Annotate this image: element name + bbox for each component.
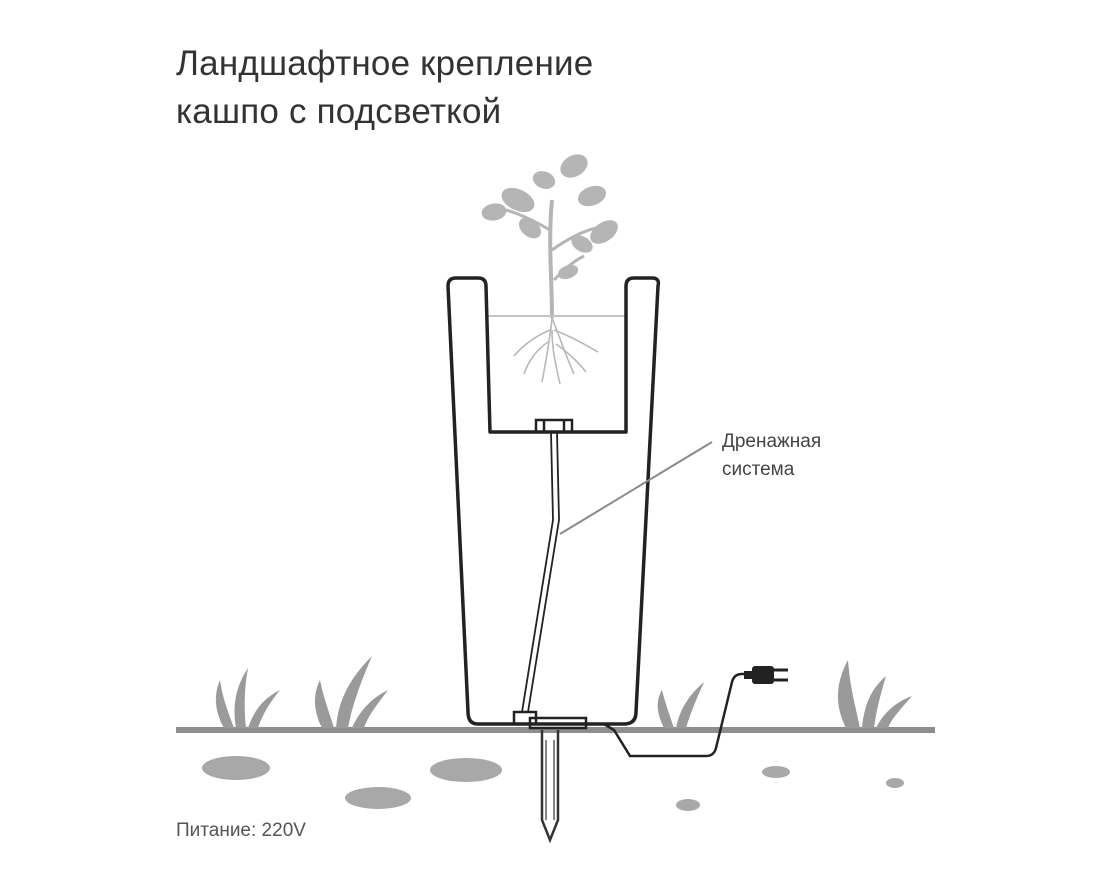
plant-roots: [513, 317, 599, 385]
grass-left-1: [215, 668, 280, 728]
grass-icon: [215, 680, 234, 728]
grass-icon: [676, 682, 704, 728]
drain-fitting-top: [534, 418, 574, 434]
grass-icon: [315, 680, 334, 728]
grass-icon: [248, 690, 280, 728]
power-cable: [603, 672, 756, 758]
callout-line-1: Дренажная: [722, 431, 822, 452]
drainage-callout: Дренажная система: [722, 428, 821, 484]
drain-fitting-bottom: [512, 710, 588, 730]
stones: [202, 756, 904, 811]
stone-icon: [430, 758, 502, 782]
callout-leader: [559, 441, 713, 535]
grass-icon: [876, 696, 912, 728]
plant-icon: [481, 154, 618, 319]
stone-icon: [345, 787, 411, 809]
stone-icon: [676, 799, 700, 811]
power-plug-icon: [744, 666, 788, 684]
stone-icon: [886, 778, 904, 788]
grass-icon: [336, 656, 372, 728]
callout-line-2: система: [722, 459, 795, 480]
drainage-tube: [521, 431, 560, 713]
title-line-1: Ландшафтное крепление: [176, 44, 594, 83]
ground-stake-icon: [540, 730, 560, 844]
grass-icon: [234, 668, 248, 728]
grass-icon: [352, 690, 388, 728]
power-label: Питание: 220V: [176, 820, 306, 841]
stone-icon: [202, 756, 270, 780]
grass-icon: [657, 690, 674, 728]
stone-icon: [762, 766, 790, 778]
grass-right-1: [657, 682, 704, 728]
planter-pot: [446, 276, 661, 726]
title-line-2: кашпо с подсветкой: [176, 92, 502, 131]
grass-icon: [862, 676, 886, 728]
grass-icon: [837, 660, 860, 728]
grass-left-2: [315, 656, 388, 728]
grass-right-2: [837, 660, 912, 728]
diagram-title: Ландшафтное крепление кашпо с подсветкой: [176, 40, 593, 136]
